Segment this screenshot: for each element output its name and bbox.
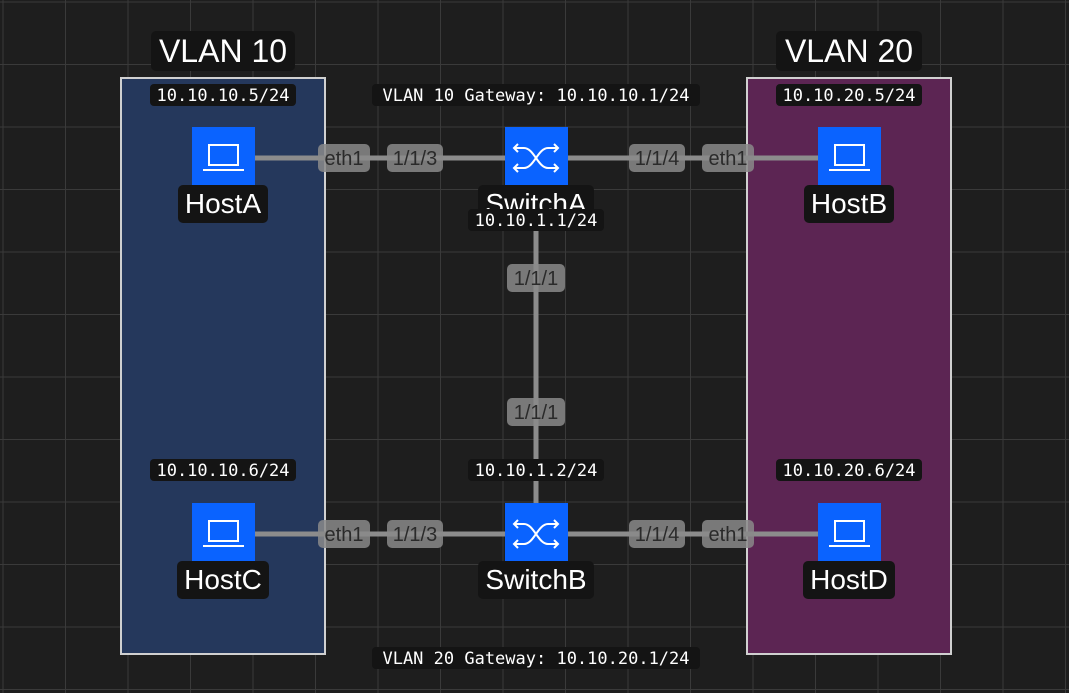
- hosta-ip-label: 10.10.10.5/24: [150, 84, 296, 106]
- switchb-node[interactable]: [505, 503, 568, 566]
- hostb-ip-label: 10.10.20.5/24: [776, 84, 922, 106]
- svg-text:1/1/1: 1/1/1: [514, 268, 558, 290]
- vlan10-title: VLAN 10: [151, 31, 295, 71]
- laptop-icon: [203, 520, 244, 547]
- port-label-switcha-1-1-3: 1/1/3: [387, 144, 443, 172]
- hosta-name-label: HostA: [178, 185, 268, 223]
- hosta-node[interactable]: [192, 127, 255, 190]
- hostb-node[interactable]: [818, 127, 881, 190]
- switchb-ip-label: 10.10.1.2/24: [468, 459, 604, 481]
- hostb-name-label: HostB: [804, 185, 894, 223]
- svg-text:10.10.1.1/24: 10.10.1.1/24: [475, 211, 598, 231]
- port-label-switchb-1-1-1: 1/1/1: [507, 398, 565, 426]
- svg-text:VLAN 20: VLAN 20: [785, 33, 913, 69]
- hostb-box[interactable]: [818, 127, 881, 190]
- port-label-switchb-1-1-4: 1/1/4: [629, 520, 685, 548]
- svg-text:1/1/3: 1/1/3: [393, 148, 437, 170]
- laptop-icon: [203, 144, 244, 171]
- svg-text:eth1: eth1: [709, 524, 748, 546]
- port-label-switcha-1-1-4: 1/1/4: [629, 144, 685, 172]
- vlan20-title: VLAN 20: [776, 31, 922, 71]
- svg-text:HostD: HostD: [810, 564, 888, 595]
- vlan10-gateway-annotation: VLAN 10 Gateway: 10.10.10.1/24: [372, 84, 700, 106]
- svg-text:VLAN 20 Gateway: 10.10.20.1/24: VLAN 20 Gateway: 10.10.20.1/24: [382, 649, 689, 669]
- svg-text:HostA: HostA: [185, 188, 262, 219]
- svg-text:10.10.10.5/24: 10.10.10.5/24: [156, 86, 289, 106]
- hostc-box[interactable]: [192, 503, 255, 566]
- switcha-node[interactable]: [505, 127, 568, 190]
- svg-text:HostB: HostB: [811, 188, 887, 219]
- hostc-name-label: HostC: [177, 561, 269, 599]
- svg-text:1/1/3: 1/1/3: [393, 524, 437, 546]
- svg-text:1/1/4: 1/1/4: [635, 524, 679, 546]
- port-label-hostc-eth1: eth1: [318, 520, 370, 548]
- switcha-ip-label: 10.10.1.1/24: [468, 209, 604, 231]
- switchb-name-label: SwitchB: [478, 561, 594, 599]
- svg-text:eth1: eth1: [325, 524, 364, 546]
- hostd-node[interactable]: [818, 503, 881, 566]
- svg-text:10.10.20.6/24: 10.10.20.6/24: [782, 461, 915, 481]
- hostd-name-label: HostD: [803, 561, 895, 599]
- hosta-box[interactable]: [192, 127, 255, 190]
- hostd-ip-label: 10.10.20.6/24: [776, 459, 922, 481]
- laptop-icon: [829, 144, 870, 171]
- switch-icon: [512, 519, 560, 549]
- svg-text:1/1/1: 1/1/1: [514, 402, 558, 424]
- vlan20-gateway-annotation: VLAN 20 Gateway: 10.10.20.1/24: [372, 647, 700, 669]
- laptop-icon: [829, 520, 870, 547]
- svg-text:eth1: eth1: [325, 148, 364, 170]
- switch-icon: [512, 143, 560, 173]
- svg-text:HostC: HostC: [184, 564, 262, 595]
- svg-text:10.10.20.5/24: 10.10.20.5/24: [782, 86, 915, 106]
- svg-text:1/1/4: 1/1/4: [635, 148, 679, 170]
- port-label-hostb-eth1: eth1: [702, 144, 754, 172]
- port-label-hosta-eth1: eth1: [318, 144, 370, 172]
- port-label-switcha-1-1-1: 1/1/1: [507, 264, 565, 292]
- svg-text:SwitchB: SwitchB: [485, 564, 586, 595]
- svg-text:10.10.1.2/24: 10.10.1.2/24: [475, 461, 598, 481]
- port-label-switchb-1-1-3: 1/1/3: [387, 520, 443, 548]
- hostc-ip-label: 10.10.10.6/24: [150, 459, 296, 481]
- svg-text:10.10.10.6/24: 10.10.10.6/24: [156, 461, 289, 481]
- hostd-box[interactable]: [818, 503, 881, 566]
- svg-text:eth1: eth1: [709, 148, 748, 170]
- hostc-node[interactable]: [192, 503, 255, 566]
- port-label-hostd-eth1: eth1: [702, 520, 754, 548]
- svg-text:VLAN 10: VLAN 10: [159, 33, 287, 69]
- svg-text:VLAN 10 Gateway: 10.10.10.1/24: VLAN 10 Gateway: 10.10.10.1/24: [382, 86, 689, 106]
